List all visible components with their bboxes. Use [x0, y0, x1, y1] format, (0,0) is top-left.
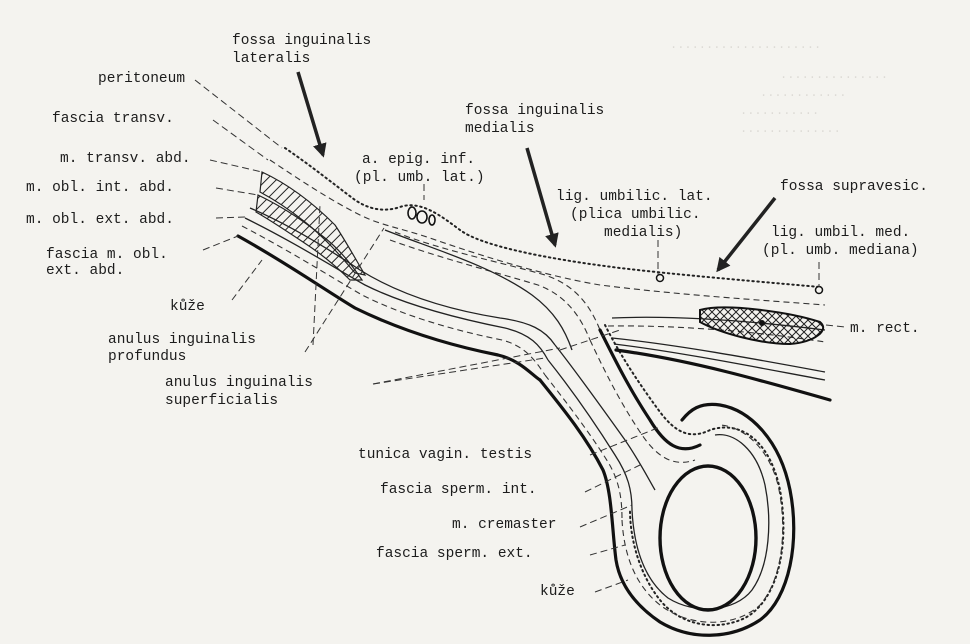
label-anulus-sup-1: anulus inguinalis	[165, 375, 313, 391]
fascia-obl-ext-line	[242, 226, 545, 375]
canal-guide-1	[395, 232, 600, 330]
svg-text:...............: ...............	[780, 68, 888, 82]
svg-text:..............: ..............	[740, 122, 841, 136]
label-m-cremaster: m. cremaster	[452, 517, 556, 533]
skin-line-upper	[238, 236, 540, 380]
label-lig-umb-med-2: (pl. umb. mediana)	[762, 243, 919, 259]
label-a-epig-1: a. epig. inf.	[362, 152, 475, 168]
label-fascia-sperm-ext: fascia sperm. ext.	[376, 546, 533, 562]
spermatic-cord-layers	[540, 325, 794, 635]
label-fossa-ing-lat-1: fossa inguinalis	[232, 33, 371, 49]
label-anulus-prof-1: anulus inguinalis	[108, 332, 256, 348]
label-a-epig-2: (pl. umb. lat.)	[354, 170, 485, 186]
label-fossa-ing-med-1: fossa inguinalis	[465, 103, 604, 119]
label-lig-umb-lat-2: (plica umbilic.	[570, 207, 701, 223]
label-m-obl-ext-abd: m. obl. ext. abd.	[26, 212, 174, 228]
testis	[660, 466, 756, 610]
label-fascia-sperm-int: fascia sperm. int.	[380, 482, 537, 498]
label-m-transv-abd: m. transv. abd.	[60, 151, 191, 167]
label-fascia-transv: fascia transv.	[52, 111, 174, 127]
label-kuze-bottom: kůže	[540, 584, 575, 600]
label-peritoneum: peritoneum	[98, 71, 185, 87]
label-fossa-ing-lat-2: lateralis	[232, 51, 310, 67]
label-kuze-top: kůže	[170, 299, 205, 315]
svg-text:...........: ...........	[740, 104, 819, 118]
label-m-obl-int-abd: m. obl. int. abd.	[26, 180, 174, 196]
abdominal-wall-layers	[238, 148, 825, 380]
label-lig-umb-med-1: lig. umbil. med.	[771, 225, 910, 241]
label-fossa-supravesic: fossa supravesic.	[780, 179, 928, 195]
label-m-rect: m. rect.	[850, 321, 920, 337]
label-fossa-ing-med-2: medialis	[465, 121, 535, 137]
label-anulus-prof-2: profundus	[108, 349, 186, 365]
label-anulus-sup-2: superficialis	[165, 393, 278, 409]
label-lig-umb-lat-3: medialis)	[604, 225, 682, 241]
label-fascia-obl-2: ext. abd.	[46, 263, 124, 279]
label-tunica: tunica vagin. testis	[358, 447, 532, 463]
bleed-through-text: ..................... ............... ..…	[670, 38, 888, 136]
svg-text:............: ............	[760, 86, 846, 100]
svg-text:.....................: .....................	[670, 38, 821, 52]
label-fascia-obl-1: fascia m. obl.	[46, 247, 168, 263]
label-lig-umb-lat-1: lig. umbilic. lat.	[556, 189, 713, 205]
